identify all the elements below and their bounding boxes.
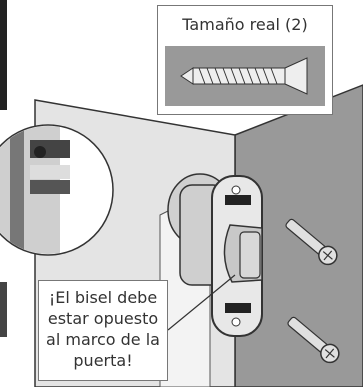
left-edge-strip-bottom <box>0 282 7 337</box>
callout-title: Tamaño real (2) <box>182 15 308 34</box>
zoom-detail <box>0 126 70 254</box>
left-edge-strip-top <box>0 0 7 110</box>
screw-icon <box>285 218 338 266</box>
screw-icon <box>287 316 340 364</box>
actual-size-callout: Tamaño real (2) <box>157 5 333 115</box>
screw-icon <box>165 46 325 106</box>
bevel-note-box: ¡El bisel debe estar opuesto al marco de… <box>38 280 168 381</box>
latch-icon <box>167 173 263 337</box>
bevel-note-text: ¡El bisel debe estar opuesto al marco de… <box>46 288 160 370</box>
leader-line <box>167 274 236 331</box>
